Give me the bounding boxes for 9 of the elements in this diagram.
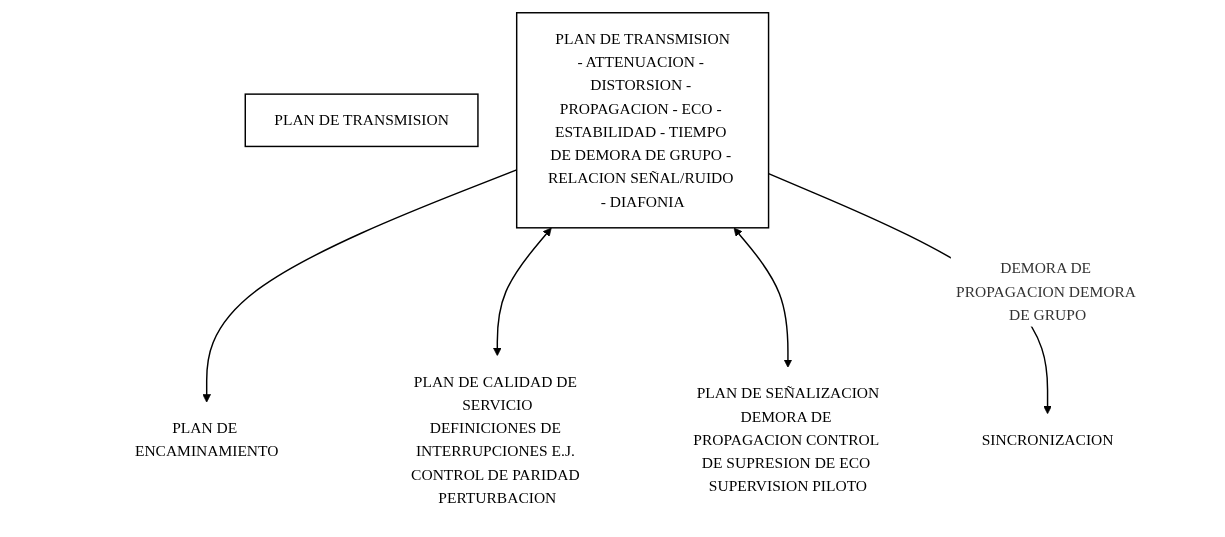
edge-label: DEMORA DE PROPAGACION DEMORA DE GRUPO <box>956 259 1136 323</box>
node-text: PLAN DE CALIDAD DE SERVICIO DEFINICIONES DE INTERRUPCIONES E.J. CONTROL DE PARIDAD PERTURBACION <box>411 373 580 506</box>
node-text: SINCRONIZACION <box>981 431 1114 448</box>
arrow <box>492 227 552 357</box>
node-text: PLAN DE SEÑALIZACION DEMORA DE PROPAGACION CONTROL DE SUPRESION DE ECO SUPERVISION PILOTO <box>693 384 880 495</box>
node-box: PLAN DE TRANSMISION <box>244 93 479 148</box>
node-text: PLAN DE ENCAMINAMIENTO <box>134 419 279 460</box>
arrow <box>733 227 793 368</box>
node-box: PLAN DE TRANSMISION - ATTENUACION - DISTORSION - PROPAGACION - ECO - ESTABILIDAD - TIEMPO DE DEMORA DE GRUPO - RELACION SEÑAL/RUIDO - DIAFONIA <box>515 12 770 229</box>
